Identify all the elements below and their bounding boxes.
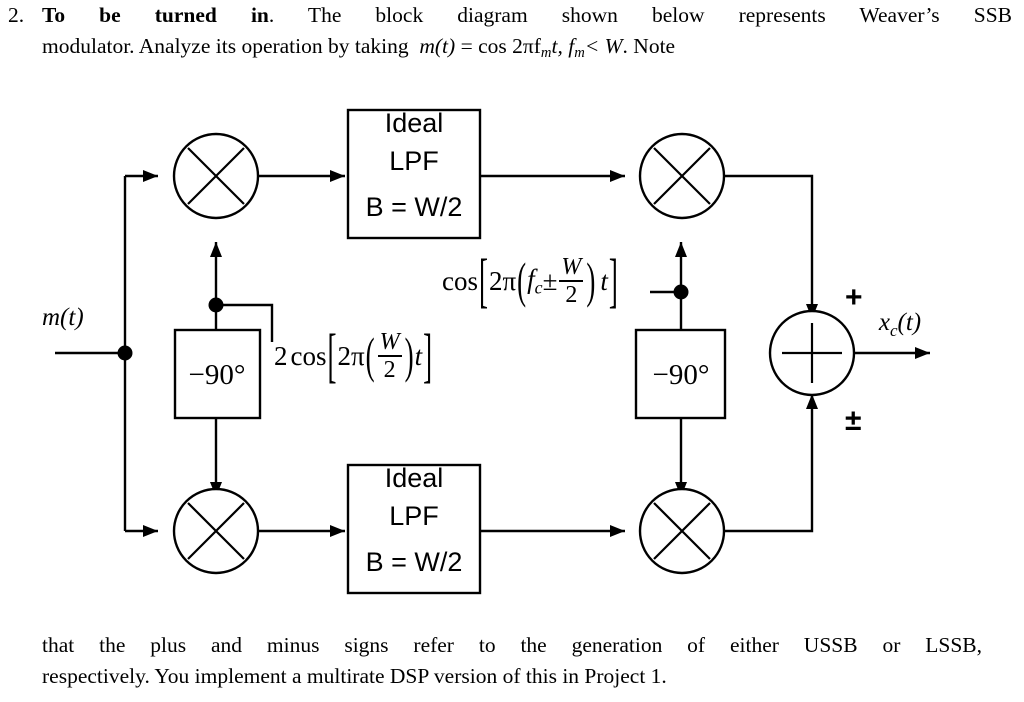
weaver-ssb-block-diagram: Ideal LPF B = W/2 −90 — [0, 92, 1024, 622]
carrier-frac-numerator: W — [561, 254, 582, 280]
lpf-block-bottom-rect — [346, 463, 482, 595]
lo-fraction: W 2 — [377, 329, 402, 383]
carrier-pi: π — [502, 265, 517, 296]
problem-line-1: To be turned in. The block diagram shown… — [42, 0, 1012, 31]
carrier-t: t — [600, 265, 608, 296]
phase-shifter-right-rect — [634, 328, 727, 420]
math-equals: = — [460, 34, 473, 58]
phase-shifter-right: −90° — [634, 242, 727, 497]
lpf-top-line2: LPF — [389, 146, 439, 176]
phase-shifter-right-label: −90° — [653, 359, 710, 391]
lpf-block-bottom: Ideal LPF B = W/2 — [346, 463, 482, 595]
lo-frac-denominator: 2 — [383, 357, 396, 383]
carrier-lparen: ( — [517, 252, 527, 308]
lpf-bottom-bandwidth: B = W/2 — [366, 547, 463, 577]
carrier-lbracket: [ — [479, 246, 488, 314]
lo-cos: cos — [290, 340, 327, 371]
lpf-top-b: B — [366, 192, 384, 222]
output-label-sub: c — [890, 321, 898, 340]
phase-shifter-left: −90° — [173, 242, 274, 497]
lpf-top-w: W — [414, 192, 440, 222]
carrier-fraction: W 2 — [559, 254, 584, 308]
lpf-bottom-div: /2 — [440, 547, 463, 577]
multiplier-bottom-right-cross-icon — [653, 502, 711, 560]
summer-sign-top: + — [845, 281, 863, 314]
lo-lparen: ( — [365, 327, 375, 383]
lpf-bottom-line1: Ideal — [385, 463, 444, 493]
multiplier-bottom-left — [172, 487, 260, 575]
summer-plus-icon — [782, 323, 842, 383]
lpf-top-div: /2 — [440, 192, 463, 222]
problem-line-2-end: . Note — [622, 34, 676, 58]
lo-rparen: ) — [404, 327, 414, 383]
lpf-top-bandwidth: B = W/2 — [366, 192, 463, 222]
math-f-2: f — [568, 34, 575, 58]
lpf-top-line1: Ideal — [385, 108, 444, 138]
local-oscillator-expression: 2 cos [ 2 π ( W 2 ) t ] — [274, 321, 433, 389]
math-less-than-w: < W — [584, 34, 623, 58]
lpf-block-top: Ideal LPF B = W/2 — [346, 108, 482, 240]
problem-lead-bold: To be turned in — [42, 3, 269, 27]
phase-shifter-left-label: −90° — [189, 359, 246, 391]
carrier-plus-minus: ± — [542, 265, 558, 296]
multiplier-bottom-left-cross-icon — [187, 502, 245, 560]
lpf-block-top-rect — [346, 108, 482, 240]
lo-pi: π — [351, 340, 365, 371]
lo-lbracket: [ — [327, 321, 337, 389]
lpf-bottom-line2: LPF — [389, 501, 439, 531]
lpf-bottom-w: W — [414, 547, 440, 577]
closing-line-1: that the plus and minus signs refer to t… — [42, 633, 982, 657]
phase-shifter-left-rect — [173, 328, 262, 420]
lo-two: 2 — [337, 340, 352, 371]
carrier-fc-sub: c — [534, 277, 543, 298]
math-cos-term: cos 2πf — [478, 34, 541, 58]
multiplier-top-left-cross-icon — [187, 147, 245, 205]
math-t-1: t, — [551, 34, 563, 58]
carrier-frac-bar — [559, 280, 584, 282]
wire-lo-source-to-dot — [216, 303, 274, 342]
carrier-frac-denominator: 2 — [565, 282, 578, 308]
carrier-fc: fc — [527, 264, 542, 298]
output-label-tail: (t) — [898, 309, 922, 336]
multiplier-top-left — [172, 132, 260, 220]
problem-line-2-text: modulator. Analyze its operation by taki… — [42, 34, 409, 58]
math-sub-m-1: m — [540, 45, 552, 62]
multiplier-top-right — [638, 132, 726, 220]
carrier-two: 2 — [489, 265, 503, 296]
multiplier-top-right-cross-icon — [653, 147, 711, 205]
problem-line-2: modulator. Analyze its operation by taki… — [42, 31, 1012, 69]
summing-junction: + ± — [768, 281, 863, 437]
closing-text: that the plus and minus signs refer to t… — [42, 630, 982, 692]
math-mt: m(t) — [419, 34, 456, 58]
closing-line-2: respectively. You implement a multirate … — [42, 664, 667, 688]
lo-t: t — [414, 340, 423, 371]
diagram-svg: Ideal LPF B = W/2 −90 — [42, 108, 930, 595]
problem-statement: 2. To be turned in. The block diagram sh… — [0, 0, 1024, 69]
input-wire-group — [55, 170, 158, 537]
multiplier-bottom-right — [638, 487, 726, 575]
math-sub-m-2: m — [574, 45, 585, 62]
lo-rbracket: ] — [423, 321, 433, 389]
lpf-bottom-b: B — [366, 547, 384, 577]
lo-coefficient: 2 — [274, 340, 288, 371]
problem-body: To be turned in. The block diagram shown… — [42, 0, 1024, 69]
problem-line-1-rest: . The block diagram shown below represen… — [268, 3, 1012, 27]
output-signal-label: xc(t) — [878, 309, 921, 340]
lo-frac-bar — [377, 355, 402, 357]
lpf-bottom-eq: = — [391, 547, 407, 577]
carrier-cos: cos — [442, 265, 478, 296]
summer-sign-bottom: ± — [845, 404, 861, 437]
wire-mult-top-right-to-summer — [724, 174, 818, 319]
problem-number: 2. — [8, 3, 25, 27]
problem-first-row: 2. To be turned in. The block diagram sh… — [0, 0, 1024, 69]
carrier-rbracket: ] — [608, 246, 618, 314]
wire-mult-bottom-right-to-summer — [724, 394, 818, 533]
lpf-top-eq: = — [391, 192, 407, 222]
input-signal-label: m(t) — [42, 304, 84, 331]
carrier-oscillator-expression: cos [ 2 π ( fc ± W 2 ) t ] — [442, 246, 619, 314]
lo-frac-numerator: W — [379, 329, 400, 355]
carrier-fc-f: f — [527, 263, 535, 294]
carrier-rparen: ) — [586, 252, 596, 308]
output-label-x: x — [878, 309, 890, 336]
